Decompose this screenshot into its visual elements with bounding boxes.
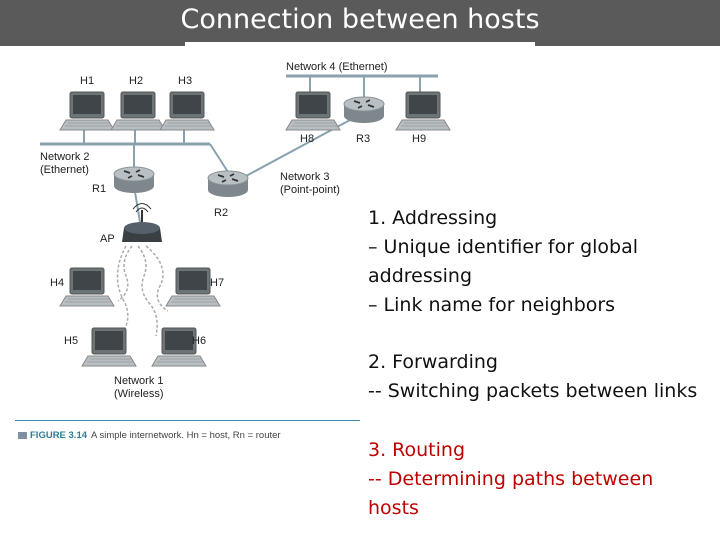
caption-marker bbox=[18, 431, 27, 439]
routing-item: hosts bbox=[368, 497, 419, 519]
label-h8: H8 bbox=[300, 133, 314, 145]
router-r3 bbox=[343, 96, 385, 124]
network2-label: Network 2 bbox=[40, 151, 90, 163]
routing-block: 3. Routing -- Determining paths between … bbox=[368, 436, 653, 523]
access-point bbox=[122, 203, 162, 242]
label-h7: H7 bbox=[210, 277, 224, 289]
label-h9: H9 bbox=[412, 133, 426, 145]
label-r1: R1 bbox=[92, 183, 106, 195]
label-ap: AP bbox=[100, 233, 115, 245]
network4-label: Network 4 (Ethernet) bbox=[286, 61, 387, 73]
title-bar bbox=[0, 0, 720, 46]
slide-title: Connection between hosts bbox=[180, 4, 540, 35]
addressing-item: – Unique identifier for global bbox=[368, 236, 639, 258]
forwarding-block: 2. Forwarding -- Switching packets betwe… bbox=[368, 348, 697, 406]
label-h5: H5 bbox=[64, 335, 78, 347]
host-h3 bbox=[159, 91, 215, 131]
host-h1 bbox=[59, 91, 115, 131]
caption-tag: FIGURE 3.14 bbox=[30, 430, 88, 441]
label-r3: R3 bbox=[356, 133, 370, 145]
addressing-block: 1. Addressing – Unique identifier for gl… bbox=[368, 204, 638, 320]
routing-heading: 3. Routing bbox=[368, 439, 466, 461]
network3-label: Network 3 bbox=[280, 171, 330, 183]
caption-text: A simple internetwork. Hn = host, Rn = r… bbox=[91, 430, 281, 441]
host-h9 bbox=[395, 91, 451, 131]
addressing-item: addressing bbox=[368, 265, 473, 287]
forwarding-heading: 2. Forwarding bbox=[368, 351, 498, 373]
host-h5 bbox=[81, 327, 137, 367]
network3-sublabel: (Point-point) bbox=[280, 184, 340, 196]
network1-label: Network 1 bbox=[114, 375, 164, 387]
label-h3: H3 bbox=[178, 75, 192, 87]
addressing-heading: 1. Addressing bbox=[368, 207, 498, 229]
host-h2 bbox=[110, 91, 166, 131]
host-h4 bbox=[59, 267, 115, 307]
label-h2: H2 bbox=[129, 75, 143, 87]
label-h4: H4 bbox=[50, 277, 64, 289]
addressing-item: – Link name for neighbors bbox=[368, 294, 616, 316]
caption-rule bbox=[15, 420, 360, 421]
router-r2 bbox=[207, 170, 249, 198]
wireless-link bbox=[117, 245, 133, 302]
forwarding-item: -- Switching packets between links bbox=[368, 380, 698, 402]
network2-sublabel: (Ethernet) bbox=[40, 164, 89, 176]
host-h8 bbox=[285, 91, 341, 131]
label-h6: H6 bbox=[192, 335, 206, 347]
router-r1 bbox=[113, 166, 155, 194]
label-h1: H1 bbox=[80, 75, 94, 87]
routing-item: -- Determining paths between bbox=[368, 468, 654, 490]
host-h6 bbox=[151, 327, 207, 367]
network-diagram: Network 4 (Ethernet) Network 2 (Ethernet… bbox=[40, 61, 451, 400]
network1-sublabel: (Wireless) bbox=[114, 388, 164, 400]
title-underline bbox=[185, 42, 535, 46]
label-r2: R2 bbox=[214, 207, 228, 219]
